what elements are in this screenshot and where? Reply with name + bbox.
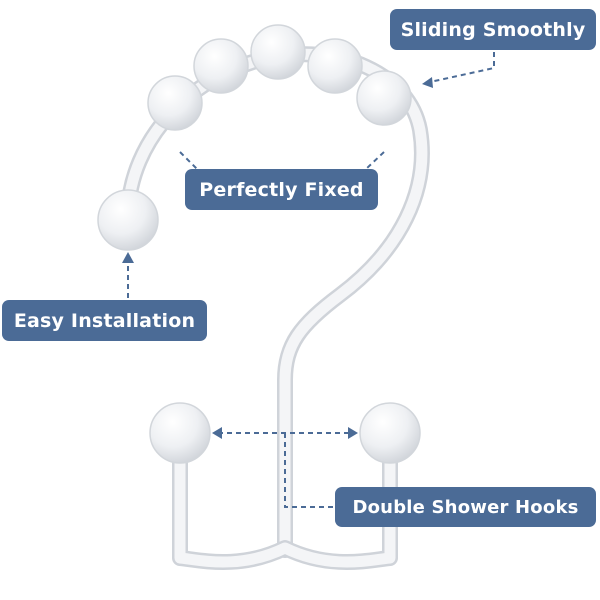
roller-bead-icon bbox=[147, 75, 203, 131]
arrow-icon bbox=[422, 77, 433, 88]
arrowheads bbox=[122, 77, 433, 439]
callout-perfectly-fixed: Perfectly Fixed bbox=[185, 169, 378, 210]
roller-bead-icon bbox=[193, 38, 249, 94]
callout-easy-installation: Easy Installation bbox=[2, 300, 207, 341]
annotation-lines bbox=[127, 52, 495, 508]
rod-end-ball-icon bbox=[97, 189, 159, 251]
roller-bead-icon bbox=[356, 70, 412, 126]
arrow-icon bbox=[122, 252, 134, 263]
roller-bead-icon bbox=[250, 24, 306, 80]
arrow-icon bbox=[348, 427, 358, 439]
hook-tip-ball-icon bbox=[359, 402, 421, 464]
callout-sliding-smoothly: Sliding Smoothly bbox=[390, 9, 596, 50]
roller-bead-group bbox=[97, 24, 421, 464]
hook-tip-ball-icon bbox=[149, 402, 211, 464]
arrow-icon bbox=[212, 427, 222, 439]
roller-bead-icon bbox=[307, 38, 363, 94]
callout-double-shower-hooks: Double Shower Hooks bbox=[335, 487, 596, 527]
